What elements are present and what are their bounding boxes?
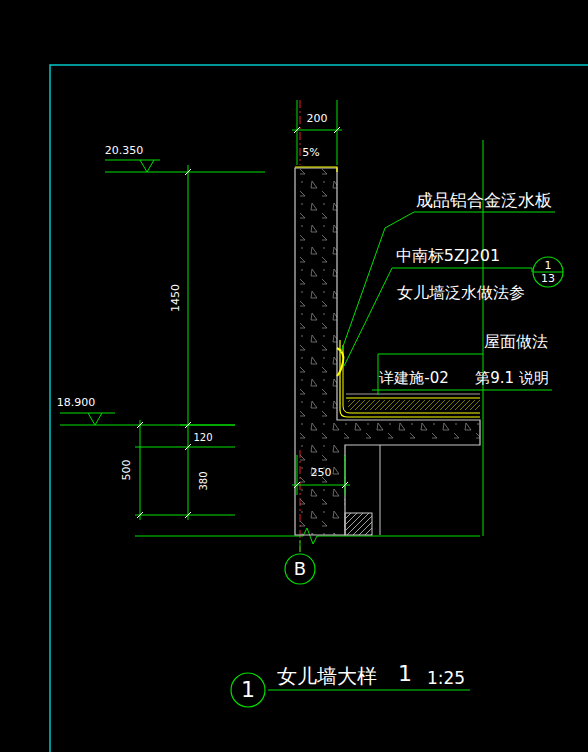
- grid-bubble: B: [284, 553, 316, 585]
- circle-label: B: [294, 560, 306, 578]
- dimension-line: [292, 100, 342, 165]
- dimension-line: [105, 165, 265, 520]
- leader-line: [532, 268, 533, 272]
- level-line: [60, 425, 235, 426]
- title-circle: 1: [230, 672, 266, 708]
- dimension-tick: [294, 127, 340, 133]
- title-underline: [268, 690, 470, 691]
- callout-text: 第9.1 说明: [475, 370, 549, 387]
- callout-text: 屋面做法: [484, 333, 548, 351]
- sheet-border: [50, 65, 588, 752]
- dimension-text: 120: [193, 432, 212, 443]
- leader-line: [372, 390, 552, 391]
- callout-text: 中南标5ZJ201: [396, 247, 500, 265]
- title-note: 1: [398, 662, 412, 686]
- elevation-mark: [60, 413, 115, 425]
- bubble-leader: [300, 540, 301, 552]
- membrane: [343, 345, 480, 413]
- callout-number: 1: [545, 260, 552, 271]
- coping: [295, 167, 337, 172]
- leader-line: [378, 354, 483, 395]
- detail-callout: 113: [532, 256, 564, 288]
- insulation-layer: [348, 400, 480, 410]
- callout-text: 详建施-02: [379, 370, 449, 387]
- dimension-tick: [294, 482, 348, 488]
- membrane: [340, 340, 480, 417]
- roof-layer: [346, 394, 480, 395]
- drawing-title: 女儿墙大样: [277, 665, 377, 687]
- circle-label: 1: [241, 679, 255, 701]
- leader-line: [344, 268, 532, 366]
- callout-text: 成品铝合金泛水板: [416, 191, 552, 210]
- dimension-text: 250: [311, 467, 332, 479]
- dimension-text: 1450: [170, 284, 182, 312]
- dimension-tick: [137, 169, 191, 518]
- title-note: 1:25: [427, 669, 465, 688]
- wall-edge: [380, 445, 381, 535]
- dimension-text: 18.900: [57, 397, 96, 409]
- dimension-text: 5%: [302, 147, 319, 159]
- dimension-text: 380: [198, 471, 209, 490]
- dimension-line: [292, 455, 350, 495]
- concrete-section: [295, 168, 480, 535]
- dimension-text: 20.350: [105, 145, 144, 157]
- elevation-mark: [105, 160, 160, 172]
- callout-number: 13: [541, 273, 555, 284]
- roof-layer: [346, 398, 480, 399]
- callout-text: 女儿墙泛水做法参: [397, 284, 525, 302]
- dimension-text: 500: [121, 460, 133, 481]
- brick-wall: [345, 513, 372, 535]
- leader-line: [341, 212, 555, 352]
- flashing-strip: [337, 348, 343, 376]
- dimension-text: 200: [307, 113, 328, 125]
